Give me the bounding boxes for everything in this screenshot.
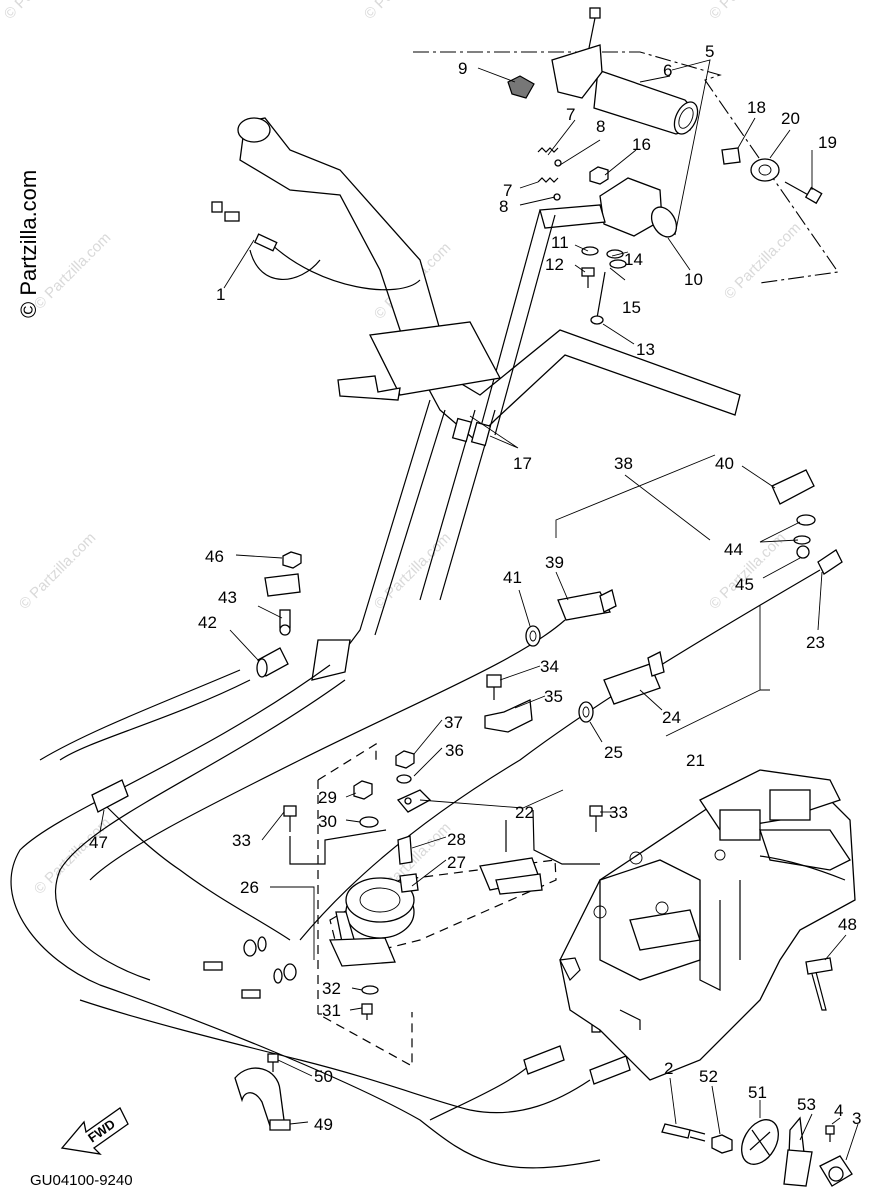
callout-36: 36: [445, 741, 464, 760]
callout-38: 38: [614, 454, 633, 473]
cable-fittings: [91, 201, 843, 1085]
callout-6: 6: [663, 61, 672, 80]
callout-11: 11: [551, 233, 569, 252]
callout-33: 33: [232, 831, 251, 850]
callout-34: 34: [540, 657, 559, 676]
callout-50: 50: [314, 1067, 333, 1086]
callouts: 9 6 5 7 8 18 20 19 16 7 8 11 12 14 10 15…: [89, 42, 861, 1134]
callout-25: 25: [604, 743, 623, 762]
callout-7: 7: [503, 181, 512, 200]
callout-48: 48: [838, 915, 857, 934]
callout-40: 40: [715, 454, 734, 473]
callout-51: 51: [748, 1083, 767, 1102]
callout-31: 31: [322, 1001, 341, 1020]
callout-14: 14: [624, 250, 643, 269]
leader-lines: [99, 59, 859, 1161]
callout-20: 20: [781, 109, 800, 128]
callout-33: 33: [609, 803, 628, 822]
callout-22: 22: [515, 803, 534, 822]
handle-assembly: [413, 7, 839, 325]
misc-parts: [234, 957, 853, 1187]
callout-5: 5: [705, 42, 714, 61]
callout-12: 12: [545, 255, 564, 274]
callout-8: 8: [499, 197, 508, 216]
engine-block: [559, 769, 856, 1081]
callout-1: 1: [216, 285, 225, 304]
callout-42: 42: [198, 613, 217, 632]
callout-8: 8: [596, 117, 605, 136]
fwd-arrow-icon: FWD: [60, 1107, 129, 1155]
callout-53: 53: [797, 1095, 816, 1114]
callout-39: 39: [545, 553, 564, 572]
callout-3: 3: [852, 1109, 861, 1128]
watermark: © Partzilla.com: [706, 0, 789, 23]
callout-9: 9: [458, 59, 467, 78]
callout-19: 19: [818, 133, 837, 152]
callout-45: 45: [735, 575, 754, 594]
watermark: © Partzilla.com: [361, 0, 444, 23]
callout-37: 37: [444, 713, 463, 732]
diagram-code: GU04100-9240: [30, 1172, 133, 1189]
callout-23: 23: [806, 633, 825, 652]
watermark: © Partzilla.com: [31, 814, 114, 897]
callout-4: 4: [834, 1101, 843, 1120]
callout-18: 18: [747, 98, 766, 117]
watermark: © Partzilla.com: [16, 529, 99, 612]
callout-49: 49: [314, 1115, 333, 1134]
callout-41: 41: [503, 568, 522, 587]
watermark: © Partzilla.com: [1, 0, 84, 23]
callout-30: 30: [318, 812, 337, 831]
handlebar: [237, 117, 741, 681]
callout-17: 17: [513, 454, 532, 473]
callout-16: 16: [632, 135, 651, 154]
watermark: © Partzilla.com: [721, 219, 804, 302]
lever-assembly: [283, 742, 603, 1068]
callout-32: 32: [322, 979, 341, 998]
callout-13: 13: [636, 340, 655, 359]
callout-2: 2: [664, 1059, 673, 1078]
callout-44: 44: [724, 540, 743, 559]
watermark: © Partzilla.com: [31, 229, 114, 312]
callout-47: 47: [89, 833, 108, 852]
callout-35: 35: [544, 687, 563, 706]
callout-52: 52: [699, 1067, 718, 1086]
copyright-text: © Partzilla.com: [16, 170, 41, 318]
callout-29: 29: [318, 788, 337, 807]
callout-15: 15: [622, 298, 641, 317]
callout-27: 27: [447, 853, 466, 872]
watermark: © Partzilla.com: [706, 529, 789, 612]
callout-10: 10: [684, 270, 703, 289]
watermark: © Partzilla.com: [371, 529, 454, 612]
callout-28: 28: [447, 830, 466, 849]
callout-21: 21: [686, 751, 705, 770]
callout-7: 7: [566, 105, 575, 124]
callout-43: 43: [218, 588, 237, 607]
callout-24: 24: [662, 708, 681, 727]
callout-46: 46: [205, 547, 224, 566]
callout-26: 26: [240, 878, 259, 897]
